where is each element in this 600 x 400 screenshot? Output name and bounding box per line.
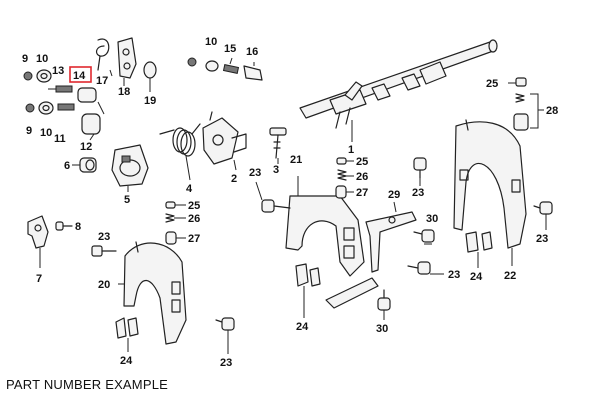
callout-26-a: 26 bbox=[356, 171, 368, 183]
callout-27-a: 27 bbox=[356, 187, 368, 199]
callout-23-e: 23 bbox=[536, 233, 548, 245]
part-3-screw bbox=[269, 127, 287, 159]
callout-3: 3 bbox=[273, 164, 279, 176]
part-2-selector-block bbox=[202, 111, 247, 165]
parts-9-13-stack-upper bbox=[23, 69, 73, 93]
callout-9-a: 9 bbox=[22, 53, 28, 65]
detent-set-28 bbox=[513, 77, 529, 131]
bolt-23-b bbox=[215, 317, 235, 331]
parts-9-10-15-16-row bbox=[187, 57, 263, 81]
callout-24-c: 24 bbox=[470, 271, 483, 283]
callout-7: 7 bbox=[36, 273, 42, 285]
part-29-lever bbox=[325, 211, 417, 309]
part-4-torsion-spring bbox=[159, 123, 201, 157]
callout-14: 14 bbox=[73, 70, 86, 82]
callout-13: 13 bbox=[52, 65, 64, 77]
callout-6: 6 bbox=[64, 160, 70, 172]
part-14-pin bbox=[77, 87, 97, 103]
callout-8: 8 bbox=[75, 221, 81, 233]
parts-9-12-stack-lower bbox=[25, 101, 101, 135]
callout-5: 5 bbox=[124, 194, 130, 206]
part-7-bracket bbox=[27, 215, 49, 249]
bolt-23-f bbox=[407, 261, 431, 275]
part-23-bolts bbox=[91, 157, 553, 331]
callout-labels: 1 2 3 4 5 6 7 8 9 9 10 10 10 11 12 13 14… bbox=[22, 36, 558, 369]
callout-25-a: 25 bbox=[356, 156, 368, 168]
part-17-clip-spring bbox=[95, 38, 110, 71]
callout-16: 16 bbox=[246, 46, 258, 58]
callout-19: 19 bbox=[144, 95, 156, 107]
callout-11: 11 bbox=[54, 133, 66, 145]
callout-10-c: 10 bbox=[205, 36, 217, 48]
part-19-cap bbox=[143, 61, 157, 79]
detent-set-left bbox=[165, 201, 177, 245]
detent-set-right bbox=[335, 157, 347, 199]
callout-18: 18 bbox=[118, 86, 130, 98]
callout-22: 22 bbox=[504, 270, 516, 282]
bolt-23-a bbox=[91, 245, 117, 257]
callout-23-c: 23 bbox=[249, 167, 261, 179]
callout-28: 28 bbox=[546, 105, 558, 117]
bolt-23-e bbox=[533, 201, 553, 215]
part-6-bushing bbox=[79, 157, 97, 173]
callout-23-a: 23 bbox=[98, 231, 110, 243]
part-18-lever bbox=[117, 37, 137, 79]
callout-20: 20 bbox=[98, 279, 110, 291]
callout-12: 12 bbox=[80, 141, 92, 153]
callout-30-b: 30 bbox=[376, 323, 388, 335]
callout-10-b: 10 bbox=[40, 127, 52, 139]
part-number-highlight-box bbox=[69, 66, 92, 83]
part-number-example-caption: PART NUMBER EXAMPLE bbox=[6, 377, 169, 392]
callout-25-c: 25 bbox=[486, 78, 498, 90]
callout-25-b: 25 bbox=[188, 200, 200, 212]
callout-1: 1 bbox=[348, 144, 354, 156]
part-5-shift-sleeve bbox=[111, 144, 149, 187]
callout-24-b: 24 bbox=[296, 321, 309, 333]
callout-26-b: 26 bbox=[188, 213, 200, 225]
callout-23-b: 23 bbox=[220, 357, 232, 369]
callout-30-a: 30 bbox=[426, 213, 438, 225]
part-22-shift-fork bbox=[453, 119, 527, 249]
part-1-shift-rail bbox=[299, 39, 498, 129]
callout-21: 21 bbox=[290, 154, 302, 166]
part-21-shift-fork bbox=[285, 195, 365, 277]
callout-2: 2 bbox=[231, 173, 237, 185]
callout-4: 4 bbox=[186, 183, 193, 195]
callout-23-d: 23 bbox=[412, 187, 424, 199]
callout-29: 29 bbox=[388, 189, 400, 201]
bolt-23-d bbox=[413, 157, 427, 179]
callout-17: 17 bbox=[96, 75, 108, 87]
callout-15: 15 bbox=[224, 43, 236, 55]
bolt-23-c bbox=[261, 199, 291, 213]
callout-10-a: 10 bbox=[36, 53, 48, 65]
callout-24-a: 24 bbox=[120, 355, 133, 367]
part-20-shift-fork bbox=[123, 241, 187, 345]
callout-27-b: 27 bbox=[188, 233, 200, 245]
callout-9-b: 9 bbox=[26, 125, 32, 137]
leader-lines bbox=[39, 57, 547, 354]
part-30-bolts bbox=[377, 229, 435, 311]
part-24-clips bbox=[115, 231, 493, 339]
callout-23-f: 23 bbox=[448, 269, 460, 281]
